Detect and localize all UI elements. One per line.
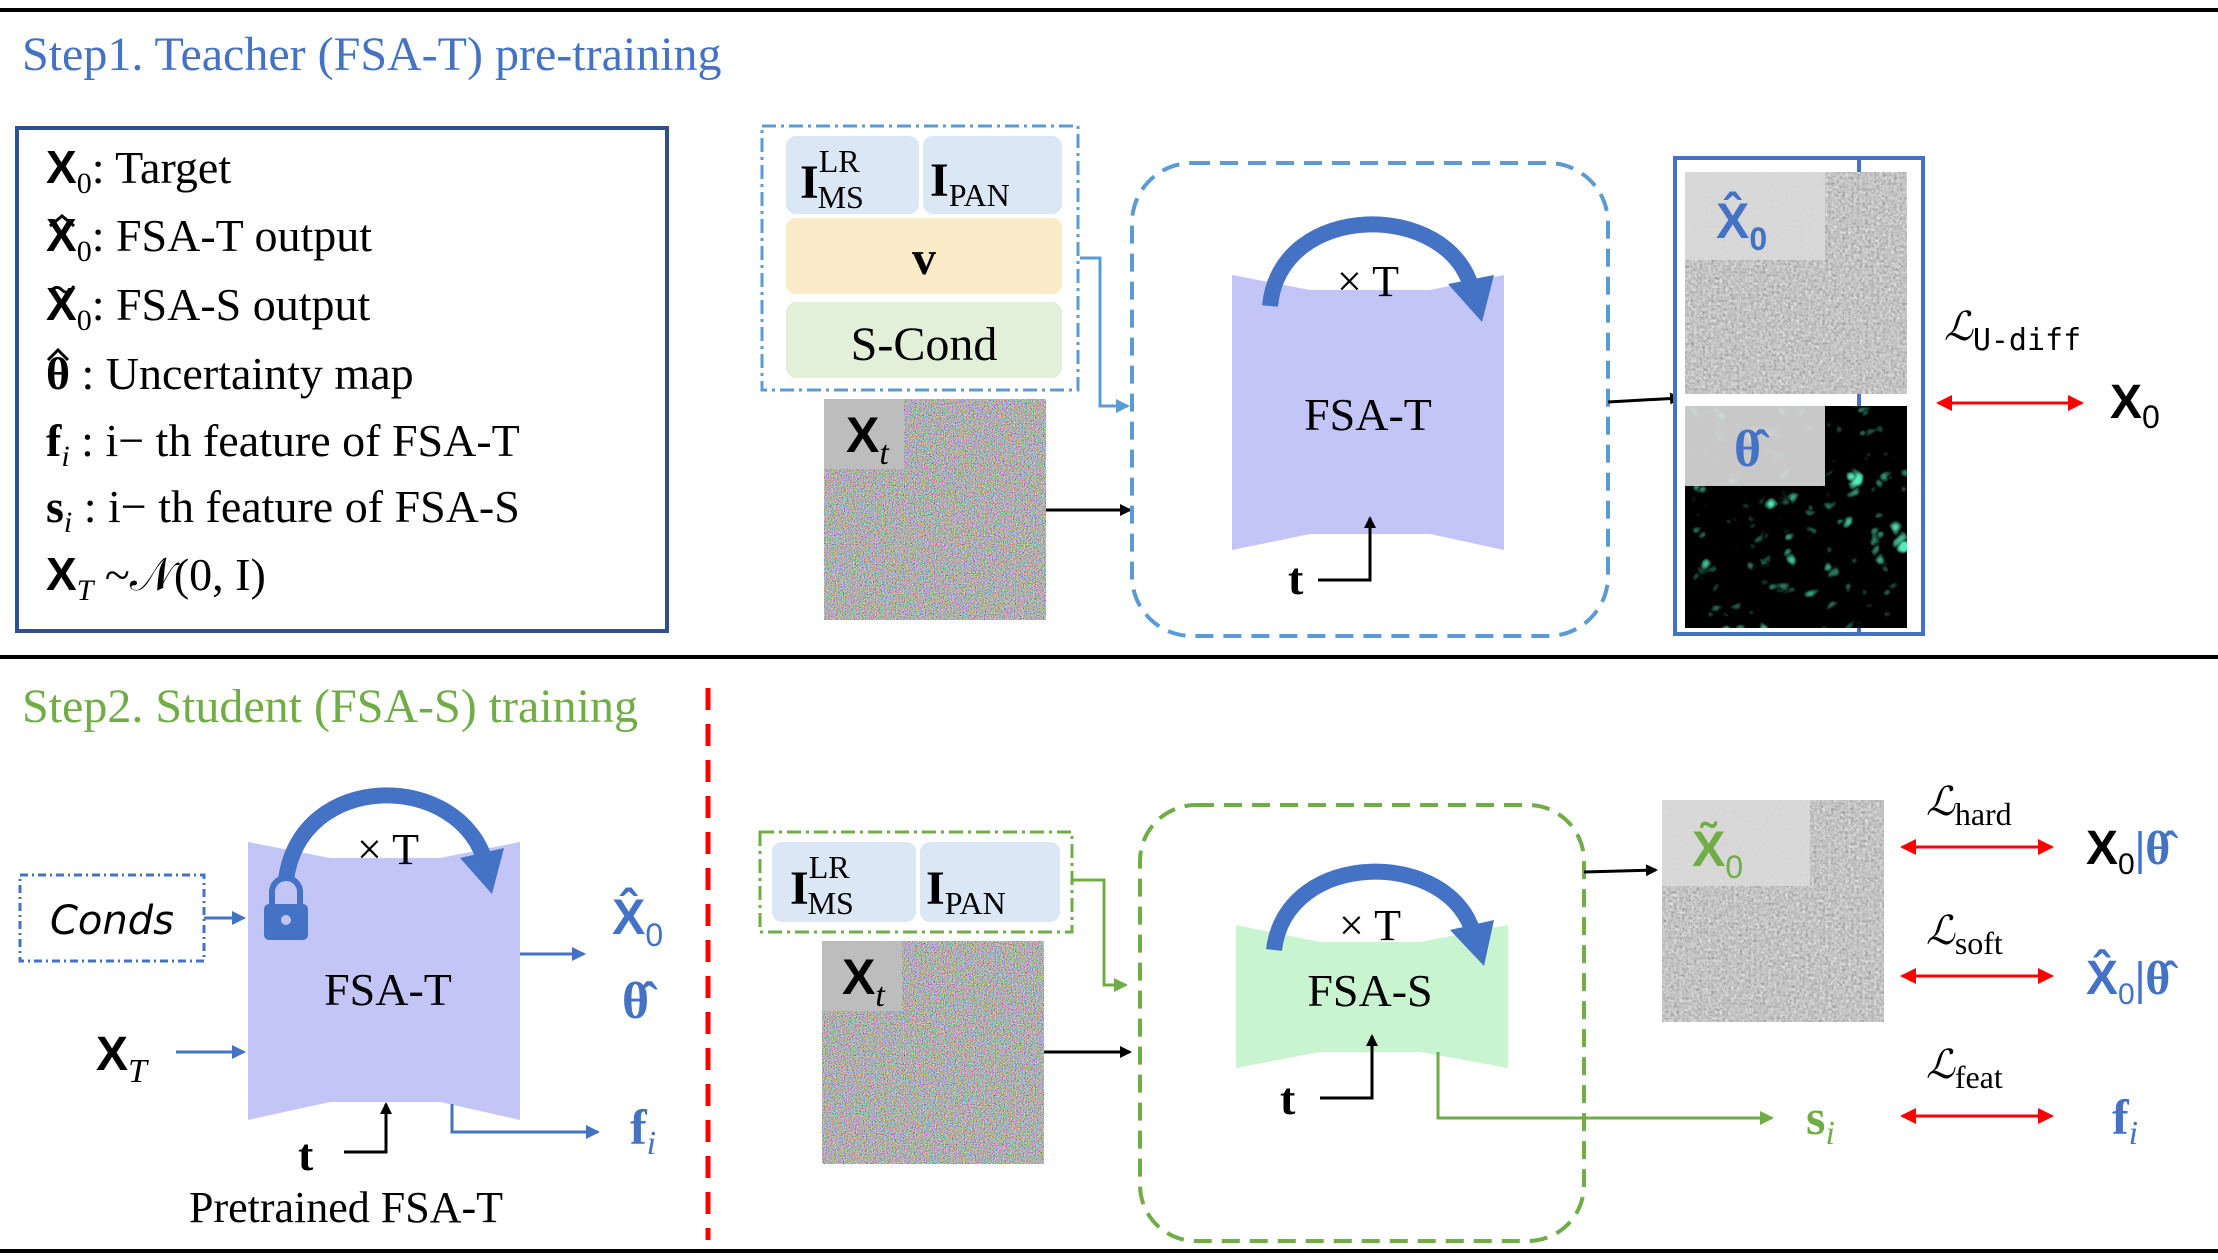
- legend-item-teacher-output: X0: FSA-T output: [46, 209, 372, 268]
- hard-target-label: X0|θ̂: [2086, 822, 2178, 881]
- step1-noisy-image: Xt: [824, 399, 1046, 620]
- pretrained-output-x0: X̂0: [612, 887, 663, 953]
- pretrained-output-theta: θ̂: [622, 973, 658, 1030]
- pretrained-caption: Pretrained FSA-T: [189, 1183, 503, 1232]
- legend-item-target: X0: Target: [46, 141, 231, 200]
- legend-item-uncertainty: θ : Uncertainty map: [46, 348, 414, 399]
- step1-model-container: [1130, 161, 1610, 638]
- student-loop-label: × T: [1339, 901, 1401, 950]
- loop-label: × T: [1337, 257, 1399, 306]
- noisy-label: Xt: [846, 407, 890, 472]
- cond-arrow: [1080, 256, 1130, 413]
- pretrained-loop-arrowhead-icon: [460, 848, 504, 894]
- pretrained-timestep-arrow: [344, 1102, 392, 1154]
- cond-s-label: S-Cond: [851, 318, 998, 371]
- cond-ms-box: [786, 136, 919, 214]
- teacher-network-shape: [1232, 275, 1504, 550]
- pretrained-feature-label: fi: [630, 1099, 656, 1162]
- step1-title: Step1. Teacher (FSA-T) pre-training: [22, 28, 722, 81]
- target-label: X0: [2110, 376, 2160, 435]
- s2-noisy-label: Xt: [842, 949, 886, 1014]
- step2-title: Step2. Student (FSA-S) training: [22, 680, 638, 733]
- student-feature-arrow: [1436, 1052, 1774, 1125]
- legend-item-teacher-feature: fi : i− th feature of FSA-T: [46, 415, 520, 473]
- timestep-arrow: [1318, 516, 1376, 582]
- cond-s-box: [786, 302, 1062, 378]
- teacher-feature-target-label: fi: [2112, 1089, 2138, 1152]
- cond-v-box: [786, 218, 1062, 294]
- pretrained-loop-icon: [278, 787, 494, 882]
- xt-input-label: XT: [96, 1028, 149, 1090]
- feat-loss-label: ℒfeat: [1926, 1042, 2003, 1095]
- s2-cond-pan-label: IPAN: [926, 862, 1006, 921]
- step2-noisy-image: Xt: [822, 941, 1044, 1164]
- step1-outputs: X̂0 θ̂: [1673, 156, 1907, 636]
- s2-cond-ms-box: [772, 842, 916, 922]
- cond-pan-box: [923, 136, 1062, 214]
- s2-timestep-arrow: [1320, 1034, 1378, 1100]
- pretrained-teacher-label: FSA-T: [324, 964, 452, 1015]
- student-loop-arrowhead-icon: [1450, 920, 1494, 966]
- soft-loss-label: ℒsoft: [1926, 908, 2003, 961]
- legend-item-student-output: X0: FSA-S output: [46, 278, 371, 337]
- pretrained-teacher-shape: [248, 842, 520, 1120]
- step2-model-container: [1138, 803, 1586, 1243]
- student-output-label: X̃0: [1692, 821, 1743, 885]
- udiff-loss-label: ℒU-diff: [1944, 304, 2081, 358]
- legend-item-student-feature: si : i− th feature of FSA-S: [46, 481, 520, 539]
- hat-mark: [49, 214, 75, 228]
- conds-box: [18, 873, 206, 963]
- s2-cond-arrow: [1072, 878, 1128, 992]
- student-feature-label: si: [1806, 1089, 1835, 1152]
- teacher-network-label: FSA-T: [1304, 389, 1432, 440]
- pretrained-timestep-label: t: [298, 1129, 314, 1180]
- soft-target-label: X̂0|θ̂: [2086, 950, 2178, 1011]
- s2-output-arrow: [1583, 864, 1658, 877]
- output-arrow: [1607, 392, 1682, 405]
- loop-arrowhead-icon: [1448, 275, 1494, 322]
- s2-timestep-label: t: [1280, 1073, 1296, 1124]
- cond-v-label: v: [912, 232, 936, 285]
- outputs-frame: [1673, 156, 1925, 636]
- loop-arrow-icon: [1262, 216, 1480, 308]
- legend-item-noise-prior: XT ~𝒩(0, I): [46, 548, 266, 607]
- student-network-shape: [1236, 925, 1508, 1068]
- hard-loss-label: ℒhard: [1926, 779, 2012, 832]
- student-output-image: X̃0: [1662, 800, 1884, 1022]
- cond-pan-label: IPAN: [930, 154, 1010, 213]
- student-loop-icon: [1266, 863, 1482, 952]
- conds-label: Conds: [50, 898, 174, 944]
- tilde-mark: [48, 285, 76, 294]
- hat-mark: [46, 347, 70, 362]
- teacher-output-label: X̂0: [1716, 191, 1767, 257]
- pretrained-loop-label: × T: [357, 825, 419, 874]
- timestep-label: t: [1288, 553, 1304, 604]
- legend-box: X0: Target X0: FSA-T output X0: FSA-S ou…: [15, 126, 669, 633]
- s2-cond-pan-box: [920, 842, 1060, 922]
- student-network-label: FSA-S: [1307, 965, 1432, 1016]
- lock-icon: [264, 875, 308, 940]
- pretrained-feature-arrow: [450, 1104, 600, 1139]
